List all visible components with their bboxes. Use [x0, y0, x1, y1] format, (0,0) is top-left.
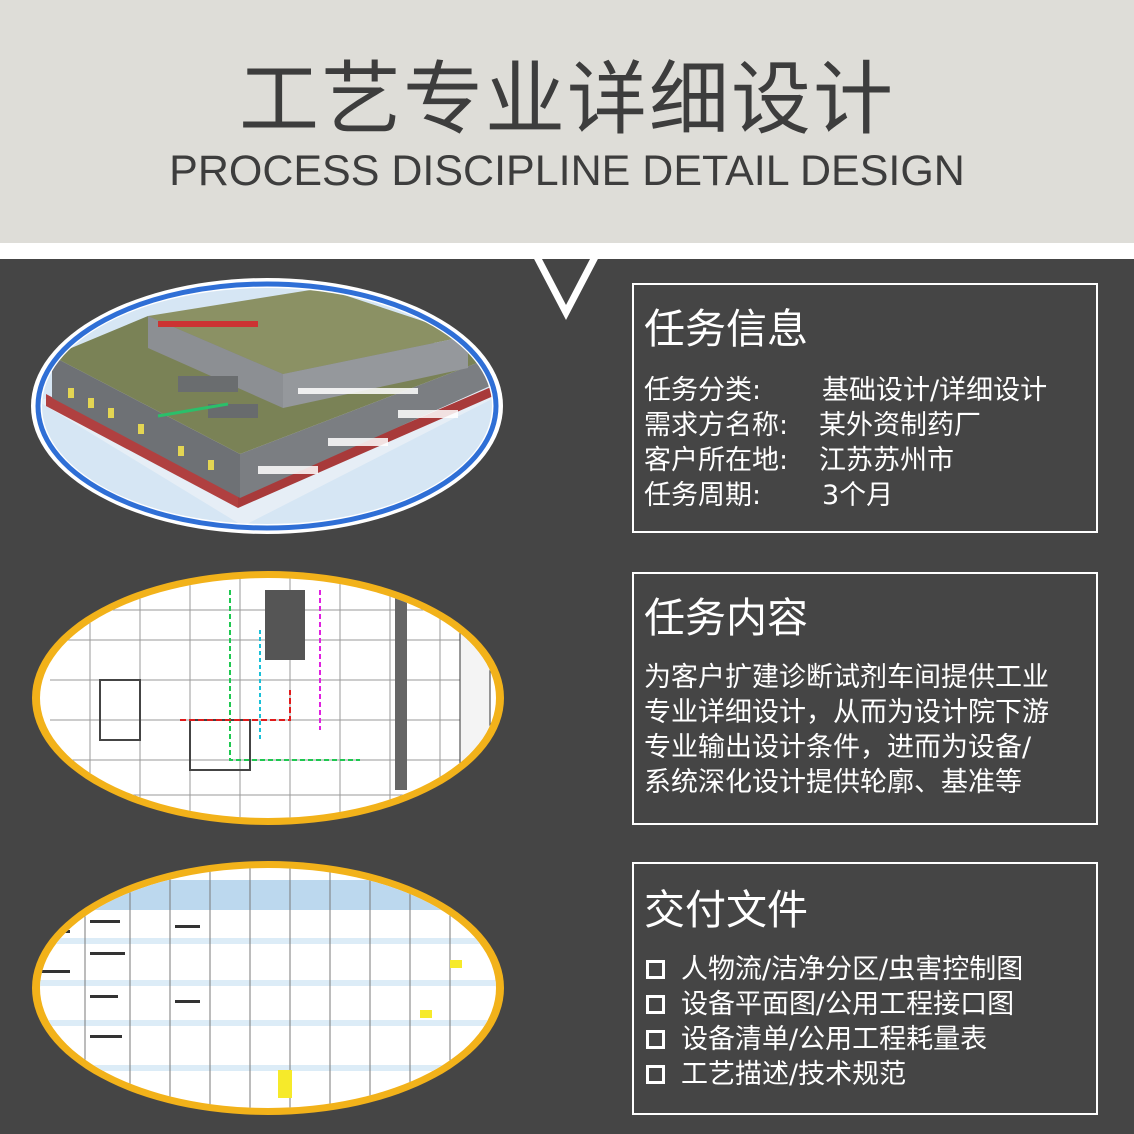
task-info-title: 任务信息 — [644, 305, 808, 353]
task-info-row: 任务分类: 基础设计/详细设计 — [644, 373, 1090, 408]
task-info-panel: 任务信息 任务分类: 基础设计/详细设计 需求方名称: 某外资制药厂 客户所在地… — [632, 283, 1098, 533]
client-name-label: 需求方名称: — [644, 410, 789, 441]
task-info-row: 需求方名称: 某外资制药厂 — [644, 408, 1090, 443]
client-location-label: 客户所在地: — [644, 445, 789, 476]
task-period-value: 3个月 — [822, 480, 894, 511]
deliverable-item: 设备清单/公用工程耗量表 — [644, 1022, 1090, 1057]
task-content-line: 为客户扩建诊断试剂车间提供工业 — [644, 662, 1049, 693]
deliverable-label: 人物流/洁净分区/虫害控制图 — [681, 954, 1024, 985]
task-content-line: 系统深化设计提供轮廓、基准等 — [644, 767, 1022, 798]
task-info-row: 客户所在地: 江苏苏州市 — [644, 443, 1090, 478]
floor-plan-drawing-image — [32, 571, 504, 825]
task-period-label: 任务周期: — [644, 480, 762, 511]
client-name-value: 某外资制药厂 — [819, 410, 981, 441]
deliverable-item: 人物流/洁净分区/虫害控制图 — [644, 952, 1090, 987]
page-subtitle: PROCESS DISCIPLINE DETAIL DESIGN — [169, 147, 965, 195]
equipment-list-table-image — [32, 861, 504, 1115]
deliverable-label: 工艺描述/技术规范 — [681, 1059, 907, 1090]
task-info-row: 任务周期: 3个月 — [644, 478, 1090, 513]
deliverables-title: 交付文件 — [644, 886, 808, 934]
deliverable-label: 设备平面图/公用工程接口图 — [681, 989, 1015, 1020]
deliverable-label: 设备清单/公用工程耗量表 — [681, 1024, 988, 1055]
client-location-value: 江苏苏州市 — [819, 445, 954, 476]
task-content-panel: 任务内容 为客户扩建诊断试剂车间提供工业 专业详细设计，从而为设计院下游 专业输… — [632, 572, 1098, 825]
task-content-text: 为客户扩建诊断试剂车间提供工业 专业详细设计，从而为设计院下游 专业输出设计条件… — [644, 660, 1090, 800]
page-title: 工艺专业详细设计 — [239, 53, 895, 146]
deliverables-panel: 交付文件 人物流/洁净分区/虫害控制图 设备平面图/公用工程接口图 设备清单/公… — [632, 862, 1098, 1115]
deliverables-list: 人物流/洁净分区/虫害控制图 设备平面图/公用工程接口图 设备清单/公用工程耗量… — [644, 952, 1090, 1092]
speech-notch — [532, 255, 600, 320]
checkbox-icon — [646, 1065, 665, 1084]
task-content-line: 专业输出设计条件，进而为设备/ — [644, 732, 1032, 763]
deliverable-item: 设备平面图/公用工程接口图 — [644, 987, 1090, 1022]
deliverable-item: 工艺描述/技术规范 — [644, 1057, 1090, 1092]
header-divider — [0, 243, 1134, 259]
task-info-list: 任务分类: 基础设计/详细设计 需求方名称: 某外资制药厂 客户所在地: 江苏苏… — [644, 373, 1090, 513]
header-banner: 工艺专业详细设计 PROCESS DISCIPLINE DETAIL DESIG… — [0, 0, 1134, 243]
task-content-title: 任务内容 — [644, 594, 808, 642]
task-type-value: 基础设计/详细设计 — [822, 375, 1048, 406]
checkbox-icon — [646, 1030, 665, 1049]
task-type-label: 任务分类: — [644, 375, 762, 406]
checkbox-icon — [646, 960, 665, 979]
task-content-line: 专业详细设计，从而为设计院下游 — [644, 697, 1049, 728]
checkbox-icon — [646, 995, 665, 1014]
building-3d-model-image — [31, 278, 503, 534]
